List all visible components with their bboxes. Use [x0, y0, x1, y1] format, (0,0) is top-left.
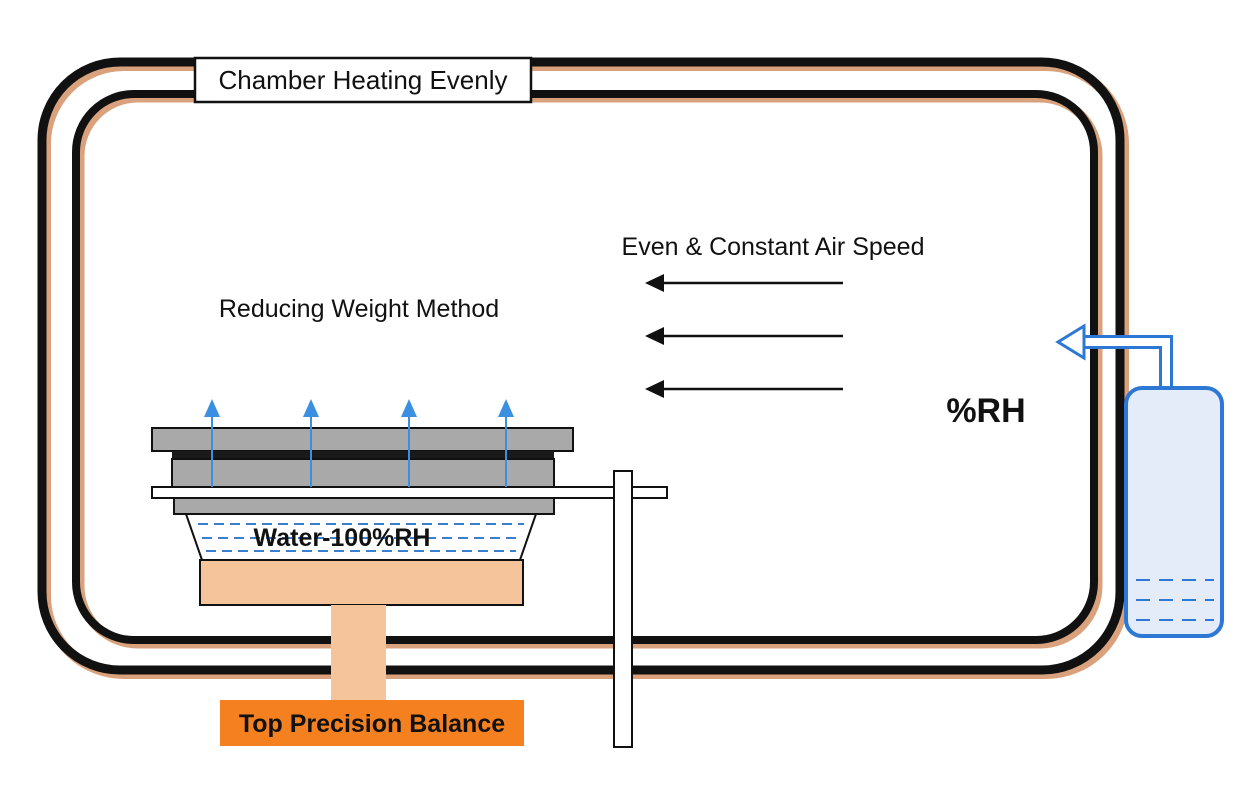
method-label: Reducing Weight Method [219, 295, 499, 323]
chamber-label-box: Chamber Heating Evenly [193, 56, 533, 104]
evaporation-arrows [204, 399, 514, 487]
evaporation-arrow-4 [498, 399, 514, 487]
humidity-tank-inlet-pipe [1055, 323, 1173, 392]
support-post [613, 470, 633, 748]
humidity-tank [1124, 386, 1224, 638]
chamber-outer-wall [37, 57, 1129, 679]
air-flow-arrows [645, 274, 843, 398]
evaporation-arrow-3 [401, 399, 417, 487]
balance-pedestal [199, 559, 524, 703]
chamber-inner-wall [72, 90, 1103, 649]
balance-box: Top Precision Balance [220, 700, 524, 746]
air-arrow-3 [645, 380, 843, 398]
air-speed-label: Even & Constant Air Speed [622, 233, 925, 261]
inlet-arrow-head [1055, 323, 1086, 361]
sample-tray [151, 427, 668, 561]
chamber-label: Chamber Heating Evenly [218, 65, 507, 95]
rh-label: %RH [946, 392, 1025, 430]
evaporation-arrow-2 [303, 399, 319, 487]
balance-label: Top Precision Balance [239, 710, 505, 738]
evaporation-arrow-1 [204, 399, 220, 487]
water-label: Water-100%RH [254, 524, 431, 552]
air-arrow-1 [645, 274, 843, 292]
air-arrow-2 [645, 327, 843, 345]
